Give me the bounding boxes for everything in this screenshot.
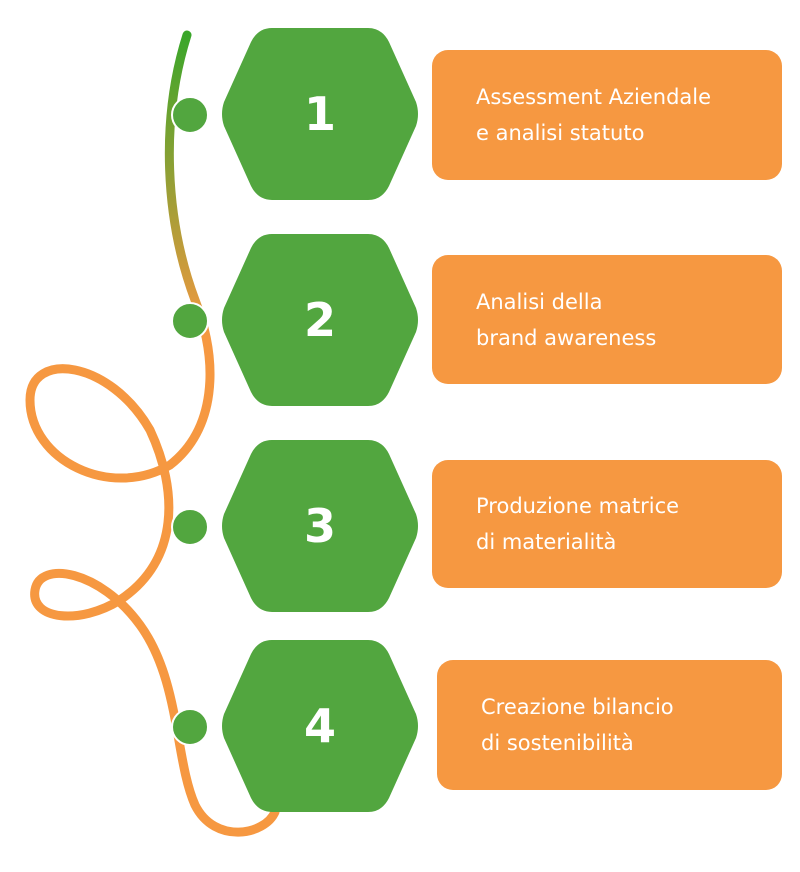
step-label-line: di materialità [476,530,617,554]
step-hexagon-3: 3 [222,440,418,612]
step-label-line: di sostenibilità [481,731,634,755]
step-number: 4 [303,699,336,753]
step-label-box-1: Assessment Aziendale e analisi statuto [432,50,782,180]
step-label-box-3: Produzione matrice di materialità [432,460,782,588]
step-label-box-2: Analisi della brand awareness [432,255,782,384]
step-label-line: e analisi statuto [476,121,645,145]
step-label-line: Analisi della [476,289,603,314]
step-label-line: Creazione bilancio [481,695,674,719]
step-marker-dot [171,508,209,546]
step-number: 3 [303,499,336,553]
step-number: 2 [303,293,336,347]
step-label-box-4: Creazione bilancio di sostenibilità [437,660,782,790]
step-marker-dot [171,708,209,746]
step-label-line: Produzione matrice [476,494,680,518]
step-number: 1 [303,87,336,141]
step-hexagon-2: 2 [222,234,418,406]
step-hexagon-4: 4 [222,640,418,812]
step-label-line: brand awareness [476,325,657,350]
step-marker-dot [171,96,209,134]
step-marker-dot [171,302,209,340]
step-hexagon-1: 1 [222,28,418,200]
step-label-line: Assessment Aziendale [476,85,712,109]
